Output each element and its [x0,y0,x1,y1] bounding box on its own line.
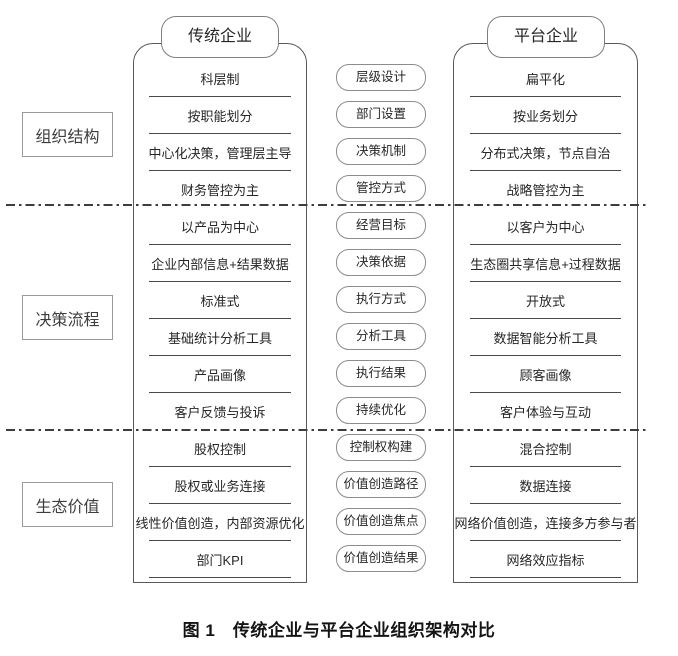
traditional-row: 客户反馈与投诉 [174,405,266,420]
dimension-pill: 层级设计 [336,64,426,91]
traditional-row: 股权控制 [134,430,306,467]
platform-row: 分布式决策，节点自治 [454,134,637,171]
platform-row: 混合控制 [454,430,637,467]
traditional-row: 科层制 [134,60,306,97]
platform-row: 网络效应指标 [454,541,637,578]
traditional-row: 部门KPI [134,541,306,578]
section-label: 决策流程 [22,295,113,340]
dimension-pill: 决策依据 [336,249,426,276]
traditional-row: 基础统计分析工具 [134,319,306,356]
dimension-pill: 分析工具 [336,323,426,350]
figure-caption: 图 1 传统企业与平台企业组织架构对比 [182,621,496,640]
platform-row: 顾客画像 [454,356,637,393]
platform-row: 开放式 [454,282,637,319]
traditional-column-title: 传统企业 [161,16,279,58]
traditional-row: 企业内部信息+结果数据 [134,245,306,282]
dimension-pill: 决策机制 [336,138,426,165]
platform-row: 数据连接 [454,467,637,504]
traditional-row: 以产品为中心 [134,208,306,245]
traditional-row: 中心化决策，管理层主导 [134,134,306,171]
dimension-pill: 价值创造路径 [336,471,426,498]
section-divider-2 [6,429,646,431]
platform-row: 数据智能分析工具 [454,319,637,356]
traditional-row: 股权或业务连接 [134,467,306,504]
dimension-pill: 部门设置 [336,101,426,128]
dimension-pill: 价值创造焦点 [336,508,426,535]
traditional-column: 科层制按职能划分中心化决策，管理层主导财务管控为主以产品为中心企业内部信息+结果… [133,43,307,583]
section-label: 组织结构 [22,112,113,157]
platform-row: 扁平化 [454,60,637,97]
platform-row: 客户体验与互动 [499,405,591,420]
traditional-row: 线性价值创造，内部资源优化 [134,504,306,541]
dimension-pill: 管控方式 [336,175,426,202]
dimension-pill: 持续优化 [336,397,426,424]
dimension-pill: 执行方式 [336,286,426,313]
traditional-row: 财务管控为主 [180,183,259,198]
traditional-row: 按职能划分 [134,97,306,134]
platform-row: 以客户为中心 [454,208,637,245]
platform-column-title: 平台企业 [487,16,605,58]
platform-row: 按业务划分 [454,97,637,134]
traditional-row: 产品画像 [134,356,306,393]
platform-row: 生态圈共享信息+过程数据 [454,245,637,282]
platform-column: 扁平化按业务划分分布式决策，节点自治战略管控为主以客户为中心生态圈共享信息+过程… [453,43,638,583]
dimension-pill: 经营目标 [336,212,426,239]
traditional-row: 标准式 [134,282,306,319]
dimension-pill: 控制权构建 [336,434,426,461]
section-label: 生态价值 [22,482,113,527]
dimension-pill: 执行结果 [336,360,426,387]
platform-row: 网络价值创造，连接多方参与者 [454,504,637,541]
platform-row: 战略管控为主 [506,183,585,198]
dimension-pill: 价值创造结果 [336,545,426,572]
section-divider-1 [6,204,646,206]
